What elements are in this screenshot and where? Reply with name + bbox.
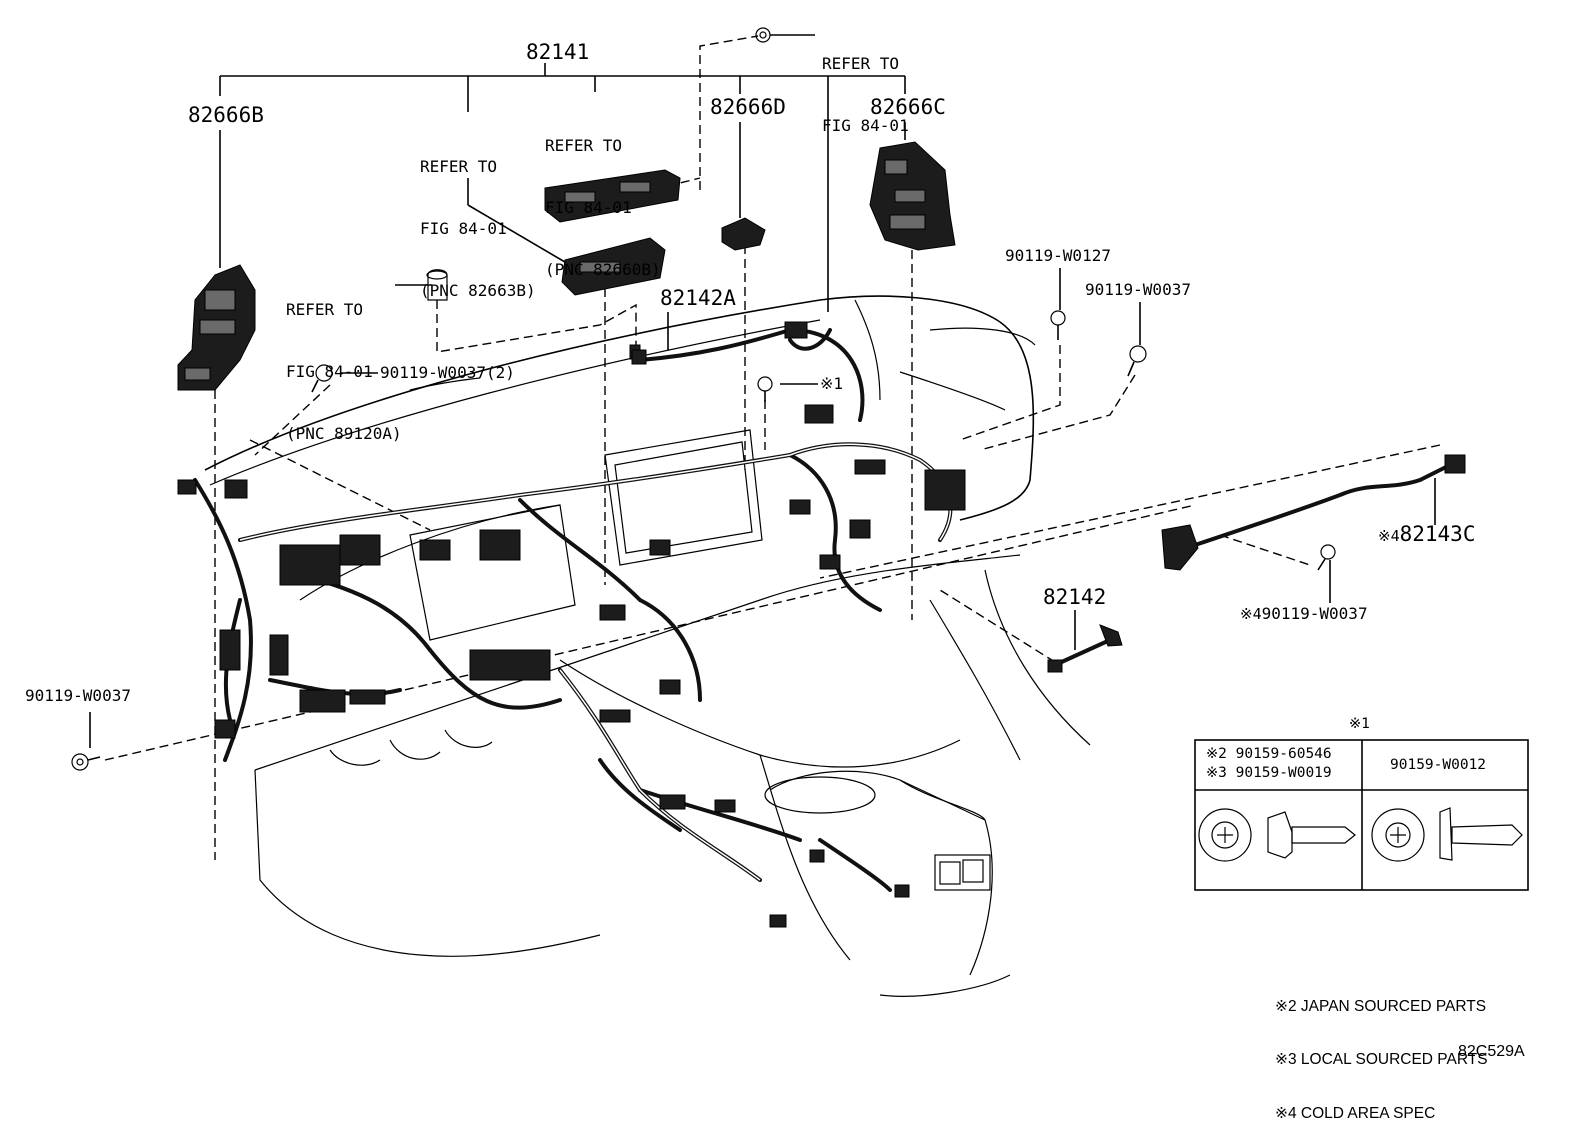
ref-fig-89120a: REFER TO FIG 84-01 (PNC 89120A) bbox=[286, 299, 402, 444]
cold-area-marker-harness: ※482143C bbox=[1378, 522, 1476, 546]
fastener-table-col1-line2: ※3 90159-W0019 bbox=[1206, 765, 1332, 781]
relay-block-82666c bbox=[869, 141, 956, 251]
bolt-icon bbox=[1317, 544, 1336, 571]
harness-connectors bbox=[177, 344, 966, 928]
notes-block: ※2 JAPAN SOURCED PARTS ※3 LOCAL SOURCED … bbox=[1275, 962, 1488, 1140]
part-label-82666d: 82666D bbox=[710, 95, 786, 119]
ref-fig-82663b: REFER TO FIG 84-01 (PNC 82663B) bbox=[420, 156, 536, 301]
harness-82142a bbox=[631, 321, 808, 365]
diagram-id: 82C529A bbox=[1458, 1043, 1525, 1060]
bolt-icon bbox=[755, 27, 771, 43]
part-label-82142: 82142 bbox=[1043, 585, 1107, 609]
harness-82141-leader bbox=[219, 63, 906, 312]
bolt-label-w0037-qty2: 90119-W0037(2) bbox=[380, 363, 515, 382]
parts-diagram bbox=[71, 27, 1529, 997]
cold-area-marker-bolt: ※490119-W0037 bbox=[1240, 604, 1368, 623]
note-cold-area: ※4 COLD AREA SPEC bbox=[1275, 1104, 1436, 1122]
ref-fig-82660b: REFER TO FIG 84-01 (PNC 82660B) bbox=[545, 135, 661, 280]
connector-82666d bbox=[721, 217, 766, 251]
bolt-icon bbox=[757, 376, 773, 402]
note-local-sourced: ※3 LOCAL SOURCED PARTS bbox=[1275, 1051, 1488, 1069]
part-89120a bbox=[426, 269, 448, 301]
bolt-label-w0037-left: 90119-W0037 bbox=[25, 686, 131, 705]
dashboard-outline bbox=[204, 295, 1091, 997]
fastener-table-title: ※1 bbox=[1349, 716, 1370, 732]
part-82660b bbox=[544, 169, 681, 223]
fastener-table-frame bbox=[1194, 739, 1529, 891]
part-label-82141: 82141 bbox=[526, 40, 590, 64]
dashed-leaders bbox=[104, 35, 1441, 860]
fastener-table-col1-line1: ※2 90159-60546 bbox=[1206, 746, 1332, 762]
ref-fig-top: REFER TO FIG 84-01 bbox=[822, 53, 909, 135]
bolt-icon bbox=[71, 753, 101, 771]
bolt-icon bbox=[311, 364, 333, 393]
bolt-icon bbox=[1050, 310, 1066, 340]
bolt-icon bbox=[1127, 345, 1147, 377]
bolt-label-w0127: 90119-W0127 bbox=[1005, 246, 1111, 265]
part-82663b bbox=[561, 237, 666, 296]
note-japan-sourced: ※2 JAPAN SOURCED PARTS bbox=[1275, 997, 1487, 1015]
fastener-table-col2: 90159-W0012 bbox=[1390, 757, 1487, 773]
relay-block-82666b bbox=[177, 264, 256, 391]
bolt-label-w0037-top: 90119-W0037 bbox=[1085, 280, 1191, 299]
solid-leaders bbox=[89, 34, 1436, 748]
harness-82142 bbox=[1047, 624, 1123, 673]
part-label-82666b: 82666B bbox=[188, 103, 264, 127]
harness-82143c bbox=[1161, 454, 1466, 571]
part-label-82142a: 82142A bbox=[660, 286, 736, 310]
note-marker-1: ※1 bbox=[820, 374, 844, 393]
part-label-82666c: 82666C bbox=[870, 95, 946, 119]
